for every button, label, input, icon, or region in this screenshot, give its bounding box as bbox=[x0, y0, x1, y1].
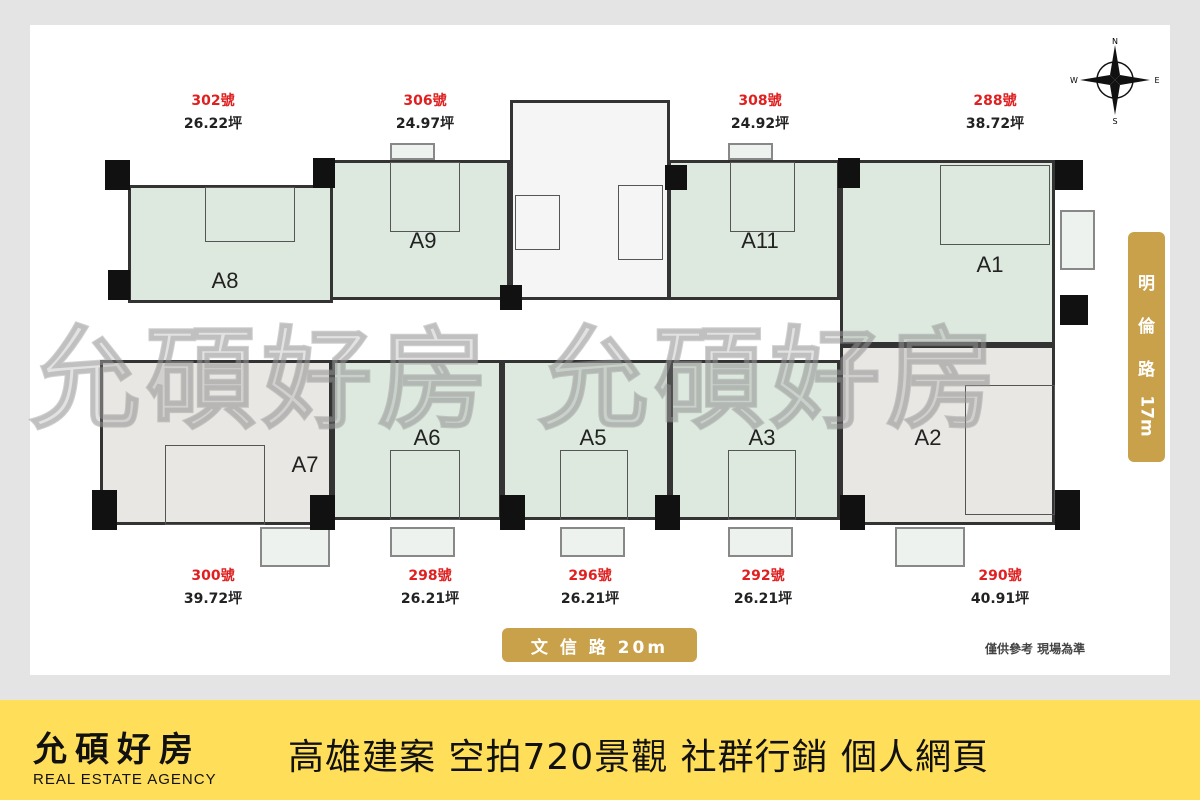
corridor bbox=[130, 303, 840, 358]
balcony bbox=[260, 527, 330, 567]
unit-a7 bbox=[100, 360, 332, 525]
footer-banner: 允碩好房 REAL ESTATE AGENCY 高雄建案 空拍720景觀 社群行… bbox=[0, 700, 1200, 800]
pillar bbox=[500, 495, 525, 530]
road-east-char: 明 bbox=[1138, 273, 1155, 294]
compass-s: S bbox=[1112, 117, 1117, 125]
pillar bbox=[310, 495, 335, 530]
unit-code: A5 bbox=[579, 425, 607, 450]
compass-n: N bbox=[1112, 37, 1118, 46]
unit-area: 24.97坪 bbox=[395, 116, 455, 132]
unit-code: A6 bbox=[413, 425, 441, 450]
unit-area: 26.21坪 bbox=[560, 591, 620, 607]
compass-w: W bbox=[1070, 76, 1078, 85]
room bbox=[940, 165, 1050, 245]
pillar bbox=[313, 158, 335, 188]
slogan: 高雄建案 空拍720景觀 社群行銷 個人網頁 bbox=[288, 737, 990, 778]
room bbox=[390, 450, 460, 520]
road-east-char: 倫 bbox=[1138, 316, 1155, 337]
elevator bbox=[515, 195, 560, 250]
unit-tag-a2: 290號 40.91坪 bbox=[971, 565, 1029, 611]
balcony bbox=[560, 527, 625, 557]
room bbox=[205, 187, 295, 242]
unit-tag-a8: 302號 26.22坪 bbox=[184, 90, 242, 136]
road-east-width: 17m bbox=[1136, 394, 1157, 437]
unit-number: 288號 bbox=[973, 93, 1017, 109]
pillar bbox=[105, 160, 130, 190]
unit-tag-a9: 306號 24.97坪 bbox=[396, 90, 454, 136]
unit-area: 38.72坪 bbox=[965, 116, 1025, 132]
unit-a6 bbox=[332, 360, 502, 520]
unit-tag-a5: 296號 26.21坪 bbox=[561, 565, 619, 611]
room bbox=[965, 385, 1055, 515]
core-stairs-elevators bbox=[510, 100, 670, 300]
balcony bbox=[390, 143, 435, 160]
pillar bbox=[1060, 295, 1088, 325]
unit-number: 302號 bbox=[191, 93, 235, 109]
balcony bbox=[728, 527, 793, 557]
brand-name: 允碩好房 bbox=[33, 730, 201, 770]
unit-tag-a11: 308號 24.92坪 bbox=[731, 90, 789, 136]
unit-a9 bbox=[330, 160, 510, 300]
unit-a1 bbox=[840, 160, 1055, 345]
compass-e: E bbox=[1154, 76, 1159, 85]
road-south-text: 文 信 路 20m bbox=[530, 637, 669, 658]
unit-a11 bbox=[668, 160, 840, 300]
unit-code: A11 bbox=[741, 228, 779, 253]
balcony bbox=[895, 527, 965, 567]
unit-a5 bbox=[502, 360, 670, 520]
unit-code: A8 bbox=[211, 268, 239, 293]
brand-subtitle: REAL ESTATE AGENCY bbox=[33, 771, 217, 788]
unit-tag-a7: 300號 39.72坪 bbox=[184, 565, 242, 611]
balcony bbox=[390, 527, 455, 557]
road-south-label: 文 信 路 20m bbox=[502, 628, 697, 662]
pillar bbox=[108, 270, 130, 300]
pillar bbox=[92, 490, 117, 530]
pillar bbox=[655, 495, 680, 530]
unit-a8 bbox=[128, 185, 333, 303]
unit-a2 bbox=[840, 345, 1055, 525]
room bbox=[390, 162, 460, 232]
unit-code: A3 bbox=[748, 425, 776, 450]
pillar bbox=[500, 285, 522, 310]
unit-area: 39.72坪 bbox=[183, 591, 243, 607]
unit-code: A7 bbox=[291, 452, 319, 477]
elevator bbox=[618, 185, 663, 260]
pillar bbox=[838, 158, 860, 188]
room bbox=[165, 445, 265, 525]
room bbox=[730, 162, 795, 232]
road-east-char: 路 bbox=[1138, 359, 1155, 380]
unit-code: A9 bbox=[409, 228, 437, 253]
unit-tag-a6: 298號 26.21坪 bbox=[401, 565, 459, 611]
road-east-label: 明 倫 路 17m bbox=[1128, 232, 1165, 462]
unit-number: 292號 bbox=[741, 568, 785, 584]
unit-a3 bbox=[670, 360, 840, 520]
unit-code: A1 bbox=[976, 252, 1004, 277]
unit-number: 296號 bbox=[568, 568, 612, 584]
unit-area: 40.91坪 bbox=[970, 591, 1030, 607]
unit-number: 300號 bbox=[191, 568, 235, 584]
unit-area: 26.21坪 bbox=[733, 591, 793, 607]
unit-number: 290號 bbox=[978, 568, 1022, 584]
compass-icon: N S W E bbox=[1070, 37, 1159, 125]
balcony bbox=[728, 143, 773, 160]
pillar bbox=[840, 495, 865, 530]
unit-number: 298號 bbox=[408, 568, 452, 584]
pillar bbox=[1055, 160, 1083, 190]
unit-area: 26.21坪 bbox=[400, 591, 460, 607]
unit-area: 24.92坪 bbox=[730, 116, 790, 132]
unit-number: 308號 bbox=[738, 93, 782, 109]
unit-tag-a3: 292號 26.21坪 bbox=[734, 565, 792, 611]
disclaimer-note: 僅供參考 現場為準 bbox=[985, 642, 1086, 656]
unit-tag-a1: 288號 38.72坪 bbox=[966, 90, 1024, 136]
unit-code: A2 bbox=[914, 425, 942, 450]
unit-number: 306號 bbox=[403, 93, 447, 109]
unit-area: 26.22坪 bbox=[183, 116, 243, 132]
pillar bbox=[1055, 490, 1080, 530]
room bbox=[560, 450, 628, 520]
balcony bbox=[1060, 210, 1095, 270]
pillar bbox=[665, 165, 687, 190]
room bbox=[728, 450, 796, 520]
